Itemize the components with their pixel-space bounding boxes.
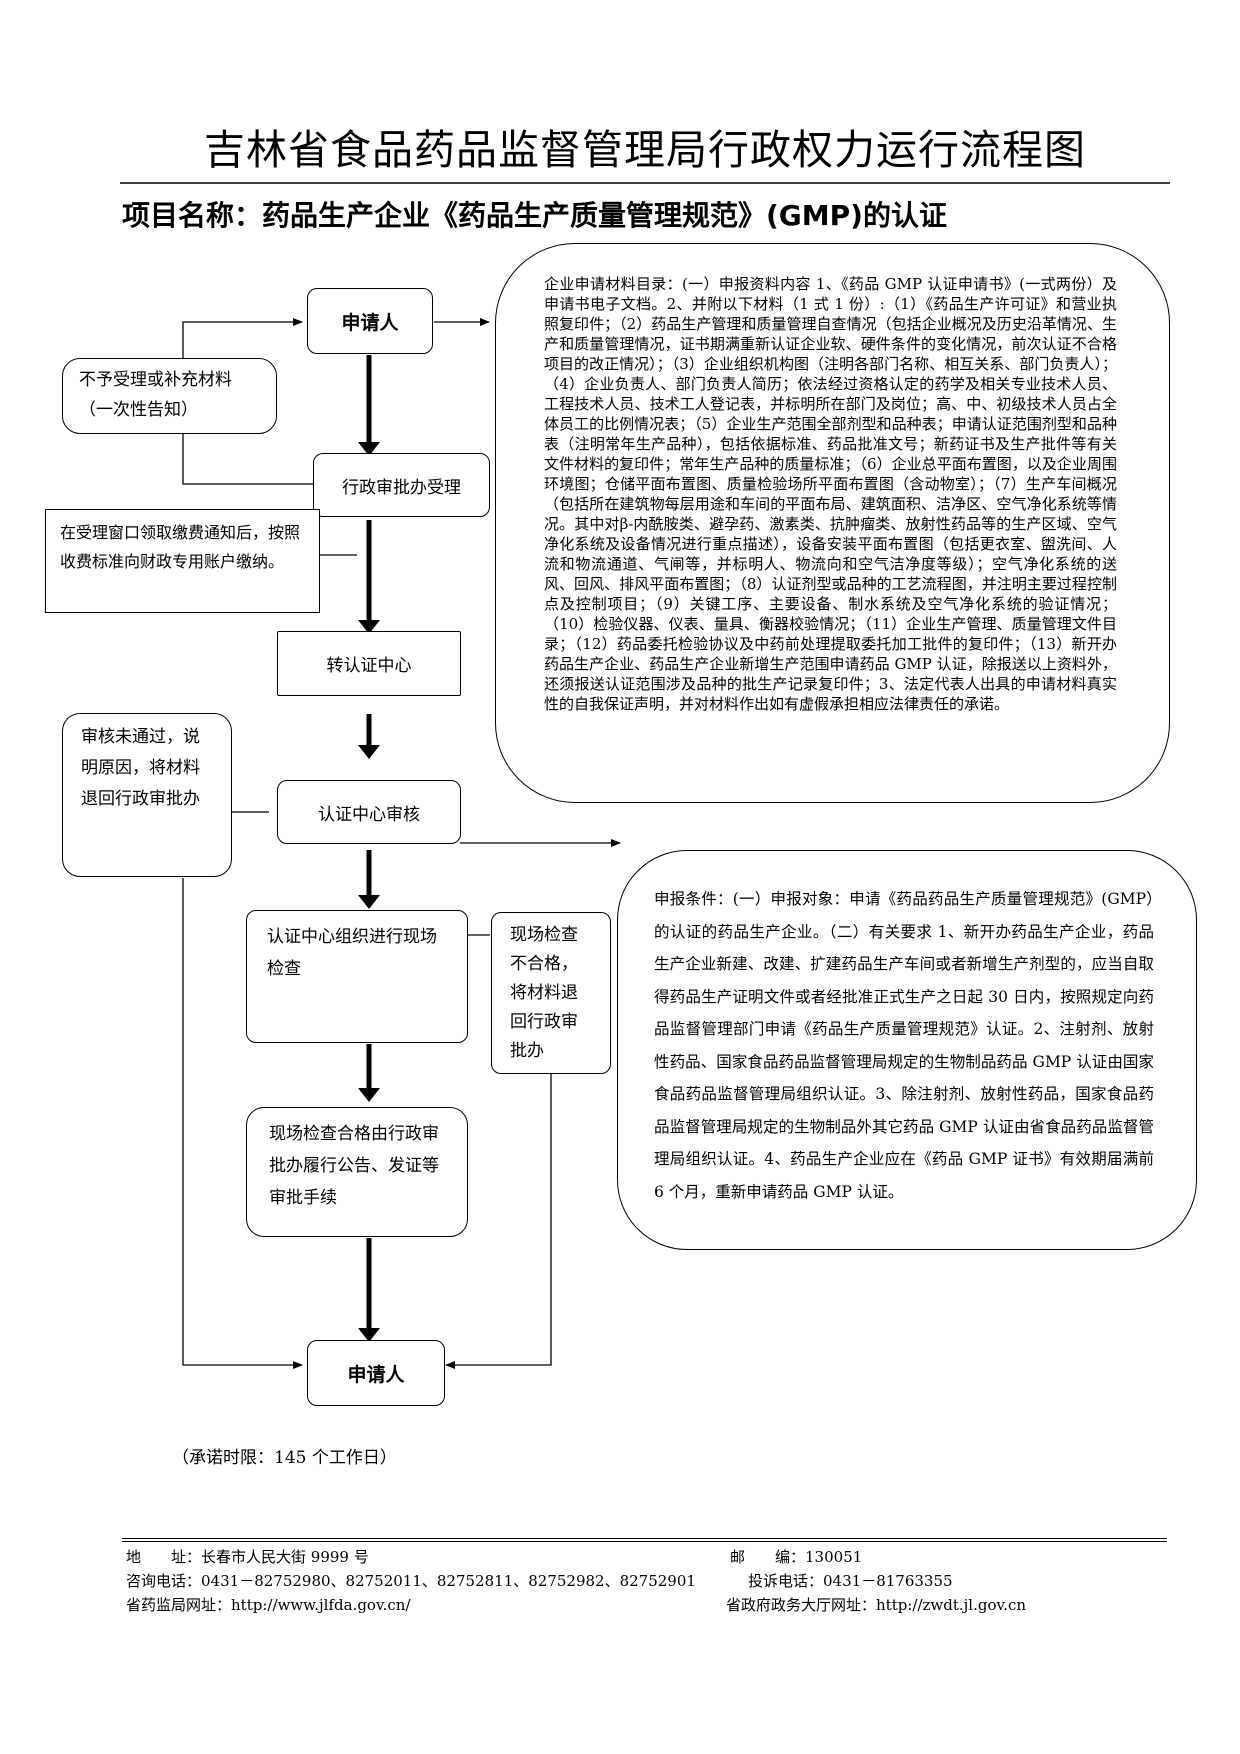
website-label: 省药监局网址：: [126, 1596, 232, 1614]
footer-rule: [122, 1538, 1167, 1539]
footer-phone: 咨询电话：0431－82752980、82752011、82752811、827…: [126, 1571, 696, 1591]
center-review-node: 认证中心审核: [277, 780, 461, 844]
arrow-audit-fail-loop: [182, 878, 303, 1369]
reject-supplement-node: 不予受理或补充材料（一次性告知）: [62, 358, 277, 434]
postcode-label: 邮 编：: [730, 1548, 806, 1566]
applicant-bottom-node: 申请人: [307, 1340, 445, 1406]
gov-website-link[interactable]: http://zwdt.jl.gov.cn: [876, 1596, 1027, 1614]
address-value: 长春市人民大街 9999 号: [201, 1548, 369, 1566]
website-link[interactable]: http://www.jlfda.gov.cn/: [231, 1596, 411, 1614]
gov-website-label: 省政府政务大厅网址：: [726, 1596, 877, 1614]
address-label: 地 址：: [126, 1548, 202, 1566]
footer-address: 地 址：长春市人民大街 9999 号: [126, 1547, 369, 1567]
arrow-inspection-fail-loop: [445, 1074, 552, 1369]
materials-list-text: 企业申请材料目录：(一）申报资料内容 1、《药品 GMP 认证申请书》(一式两份…: [544, 275, 1117, 713]
project-name: 项目名称：药品生产企业《药品生产质量管理规范》(GMP)的认证: [122, 199, 947, 232]
audit-fail-node: 审核未通过，说明原因，将材料退回行政审批办: [62, 713, 232, 877]
postcode-value: 130051: [805, 1548, 863, 1566]
footer-rule-2: [122, 1541, 1167, 1542]
phone-label: 咨询电话：: [126, 1572, 202, 1590]
footer-gov-website: 省政府政务大厅网址：http://zwdt.jl.gov.cn: [726, 1595, 1026, 1615]
complaint-value: 0431－81763355: [823, 1572, 953, 1590]
page-title: 吉林省食品药品监督管理局行政权力运行流程图: [204, 126, 1086, 174]
transfer-node: 转认证中心: [277, 631, 461, 696]
applicant-top-node: 申请人: [307, 288, 433, 354]
time-limit: （承诺时限：145 个工作日）: [172, 1448, 397, 1468]
complaint-label: 投诉电话：: [748, 1572, 824, 1590]
inspection-pass-node: 现场检查合格由行政审批办履行公告、发证等审批手续: [246, 1107, 468, 1237]
conditions-text: 申报条件：(一）申报对象：申请《药品药品生产质量管理规范》(GMP）的认证的药品…: [654, 890, 1154, 1201]
materials-list-box: 企业申请材料目录：(一）申报资料内容 1、《药品 GMP 认证申请书》(一式两份…: [495, 243, 1170, 803]
footer-complaint: 投诉电话：0431－81763355: [748, 1571, 953, 1591]
inspection-fail-node: 现场检查不合格，将材料退回行政审批办: [491, 912, 611, 1074]
conditions-box: 申报条件：(一）申报对象：申请《药品药品生产质量管理规范》(GMP）的认证的药品…: [617, 850, 1197, 1250]
fee-notice-node: 在受理窗口领取缴费通知后，按照收费标准向财政专用账户缴纳。: [45, 509, 320, 613]
accept-node: 行政审批办受理: [313, 453, 490, 517]
onsite-inspection-node: 认证中心组织进行现场检查: [246, 910, 468, 1043]
footer-website: 省药监局网址：http://www.jlfda.gov.cn/: [126, 1595, 411, 1615]
footer-postcode: 邮 编：130051: [730, 1547, 862, 1567]
phone-value: 0431－82752980、82752011、82752811、82752982…: [201, 1572, 696, 1590]
